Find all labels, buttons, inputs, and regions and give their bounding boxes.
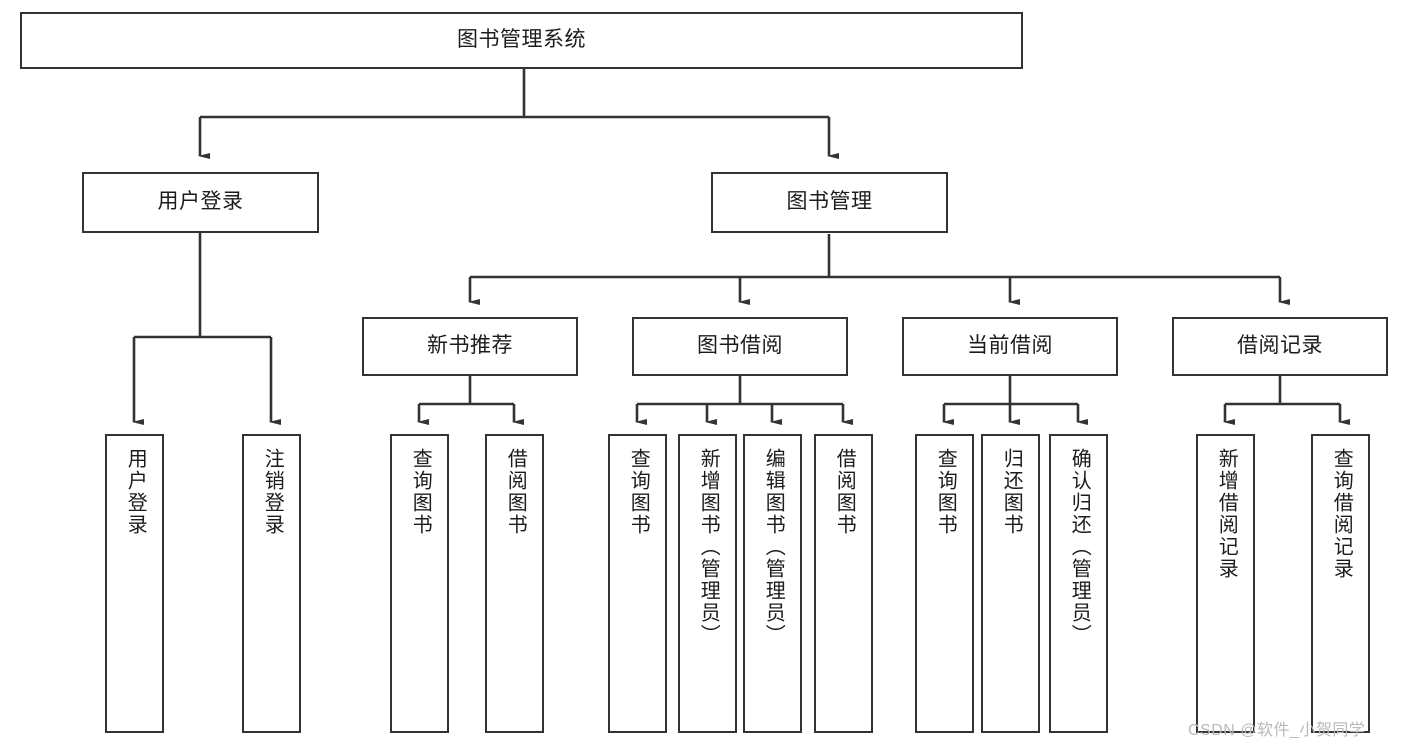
leaf-borrow-add-book-admin[interactable]: 新增图书（管理员） (678, 434, 737, 733)
leaf-record-query-record[interactable]: 查询借阅记录 (1311, 434, 1370, 733)
leaf-borrow-query-book-label: 查询图书 (627, 448, 650, 536)
node-borrow-record-label: 借阅记录 (1237, 334, 1323, 358)
csdn-watermark: CSDN @软件_小贺同学 (1188, 722, 1366, 739)
node-user-login-label: 用户登录 (157, 190, 244, 214)
leaf-current-confirm-return-admin[interactable]: 确认归还（管理员） (1049, 434, 1108, 733)
node-book-borrow-label: 图书借阅 (697, 334, 783, 358)
leaf-current-return-book[interactable]: 归还图书 (981, 434, 1040, 733)
node-borrow-record[interactable]: 借阅记录 (1172, 317, 1388, 376)
leaf-borrow-lend-book[interactable]: 借阅图书 (814, 434, 873, 733)
node-book-management-label: 图书管理 (786, 190, 873, 214)
node-new-book-recommend-label: 新书推荐 (427, 334, 513, 358)
leaf-borrow-edit-book-admin[interactable]: 编辑图书（管理员） (743, 434, 802, 733)
leaf-record-add-record-label: 新增借阅记录 (1215, 448, 1238, 580)
leaf-record-query-record-label: 查询借阅记录 (1330, 448, 1353, 580)
leaf-user-login-label: 用户登录 (124, 448, 147, 536)
node-current-borrow[interactable]: 当前借阅 (902, 317, 1118, 376)
node-root[interactable]: 图书管理系统 (20, 12, 1023, 69)
leaf-record-add-record[interactable]: 新增借阅记录 (1196, 434, 1255, 733)
leaf-borrow-lend-book-label: 借阅图书 (833, 448, 856, 536)
node-root-label: 图书管理系统 (457, 28, 586, 52)
leaf-newbook-borrow-book[interactable]: 借阅图书 (485, 434, 544, 733)
leaf-borrow-query-book[interactable]: 查询图书 (608, 434, 667, 733)
node-user-login[interactable]: 用户登录 (82, 172, 319, 233)
leaf-borrow-edit-book-admin-label: 编辑图书（管理员） (762, 448, 785, 646)
leaf-newbook-borrow-book-label: 借阅图书 (504, 448, 527, 536)
node-new-book-recommend[interactable]: 新书推荐 (362, 317, 578, 376)
node-book-borrow[interactable]: 图书借阅 (632, 317, 848, 376)
node-book-management[interactable]: 图书管理 (711, 172, 948, 233)
leaf-current-confirm-return-admin-label: 确认归还（管理员） (1068, 448, 1091, 646)
leaf-current-query-book-label: 查询图书 (934, 448, 957, 536)
leaf-user-login[interactable]: 用户登录 (105, 434, 164, 733)
node-current-borrow-label: 当前借阅 (967, 334, 1053, 358)
leaf-newbook-query-book-label: 查询图书 (409, 448, 432, 536)
leaf-borrow-add-book-admin-label: 新增图书（管理员） (697, 448, 720, 646)
leaf-newbook-query-book[interactable]: 查询图书 (390, 434, 449, 733)
leaf-user-logout-label: 注销登录 (261, 448, 284, 536)
leaf-current-return-book-label: 归还图书 (1000, 448, 1023, 536)
leaf-current-query-book[interactable]: 查询图书 (915, 434, 974, 733)
leaf-user-logout[interactable]: 注销登录 (242, 434, 301, 733)
